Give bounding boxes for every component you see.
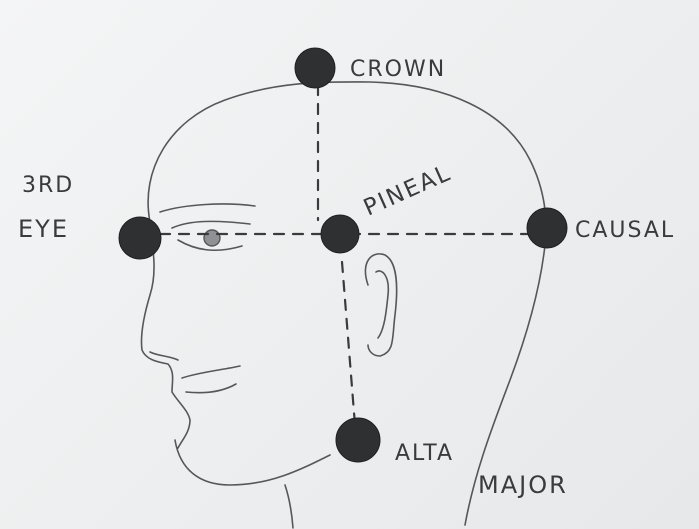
lower-lip [186,384,236,393]
neck-front-line [285,485,293,528]
third-eye-center-dot [119,217,161,259]
ear-inner [376,271,388,338]
causal-label: CAUSAL [575,218,675,243]
major-label: MAJOR [478,471,568,499]
jaw-neck-line [175,440,330,485]
crown-center-dot [295,48,335,88]
alta-label: ALTA [395,441,454,466]
ear [365,254,396,356]
pineal-center-dot [321,215,359,253]
eye-upper-lid [172,221,250,228]
nose [150,352,178,360]
causal-center-dot [527,208,567,248]
third-eye-label-line2: EYE [18,215,69,243]
upper-lip [182,366,240,378]
eye-iris [204,230,220,246]
pineal-label: PINEAL [360,160,455,222]
third-eye-label-line1: 3RD [22,173,74,198]
pineal-to-alta-major-line [342,262,355,425]
alta-major-center-dot [336,418,380,462]
eyebrow [160,204,255,212]
crown-label: CROWN [350,57,446,82]
